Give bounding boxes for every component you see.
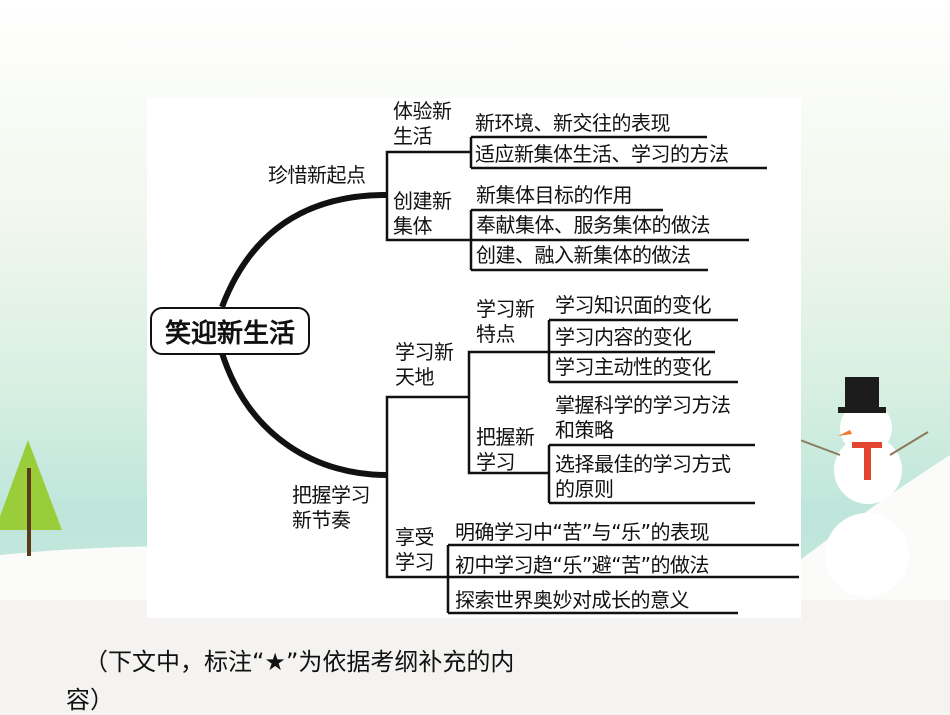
leaf: 学习知识面的变化 <box>555 293 712 317</box>
leaf: 适应新集体生活、学习的方法 <box>475 142 729 166</box>
node-label-line: 创建新 <box>393 189 452 213</box>
bracket-lines <box>385 135 799 615</box>
branch-label: 把握学习新节奏 <box>292 483 371 533</box>
mindmap-panel <box>147 98 801 618</box>
node-label-line: 集体 <box>393 214 433 238</box>
root-node: 笑迎新生活 <box>150 307 310 355</box>
node-label: 体验新生活 <box>393 99 452 149</box>
leaf: 奉献集体、服务集体的做法 <box>476 213 711 237</box>
leaf: 初中学习趋“乐”避“苦”的做法 <box>455 553 709 577</box>
leaf: 选择最佳的学习方式的原则 <box>555 452 731 502</box>
caption-line-2: 容） <box>66 686 114 714</box>
leaf: 创建、融入新集体的做法 <box>476 243 691 267</box>
node-label: 创建新集体 <box>393 189 452 239</box>
leaf-line: 选择最佳的学习方式 <box>555 452 731 476</box>
leaf-line: 掌握科学的学习方法 <box>555 393 731 417</box>
leaf: 探索世界奥妙对成长的意义 <box>455 588 690 612</box>
leaf: 学习主动性的变化 <box>555 355 712 379</box>
leaf: 新环境、新交往的表现 <box>475 111 671 135</box>
node-label-line: 学习新 <box>395 340 454 364</box>
leaf: 学习内容的变化 <box>555 325 692 349</box>
node-label-line: 特点 <box>476 322 516 346</box>
leaf-line: 和策略 <box>555 418 614 442</box>
node-label: 把握新学习 <box>476 425 535 475</box>
node-label: 学习新特点 <box>476 297 535 347</box>
node-label-line: 学习 <box>476 450 516 474</box>
branch-label: 珍惜新起点 <box>268 163 366 187</box>
branch-label-line: 把握学习 <box>292 483 371 507</box>
leaf: 新集体目标的作用 <box>476 183 633 207</box>
node-label-line: 生活 <box>393 124 433 148</box>
node-label: 学习新天地 <box>395 340 454 390</box>
branch-label-line: 新节奏 <box>292 508 351 532</box>
node-label-line: 学习新 <box>476 297 535 321</box>
leaf: 明确学习中“苦”与“乐”的表现 <box>455 520 709 544</box>
node-label-line: 把握新 <box>476 425 535 449</box>
node-label-line: 享受 <box>395 525 435 549</box>
node-label-line: 天地 <box>395 365 435 389</box>
node-label: 享受学习 <box>395 525 435 575</box>
leaf-line: 的原则 <box>555 477 614 501</box>
tree-icon <box>0 440 62 556</box>
snowman-icon <box>799 377 929 597</box>
curve-lower <box>219 352 387 478</box>
node-label-line: 学习 <box>395 550 435 574</box>
caption-line-1: （下文中，标注“★”为依据考纲补充的内 <box>84 648 515 676</box>
leaf: 掌握科学的学习方法和策略 <box>555 393 731 443</box>
curve-upper <box>219 192 387 309</box>
node-label-line: 体验新 <box>393 99 452 123</box>
